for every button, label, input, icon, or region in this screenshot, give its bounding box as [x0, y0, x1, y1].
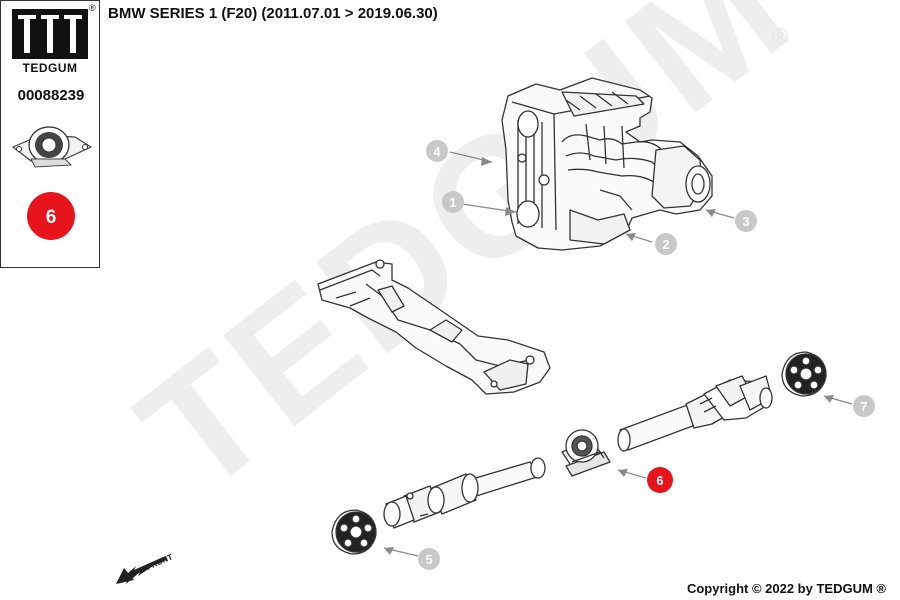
- callout-5[interactable]: 5: [418, 548, 440, 570]
- tedgum-logo: [12, 9, 88, 59]
- callout-6-highlighted[interactable]: 6: [647, 467, 673, 493]
- part-number: 00088239: [17, 87, 85, 104]
- part-thumbnail[interactable]: [1, 113, 101, 183]
- watermark-registered-mark: ®: [772, 24, 788, 49]
- engine-illustration: [501, 77, 713, 251]
- callout-4[interactable]: 4: [426, 140, 448, 162]
- flex-disc-rear-illustration: [781, 351, 827, 397]
- callout-2[interactable]: 2: [655, 233, 677, 255]
- callout-7[interactable]: 7: [853, 395, 875, 417]
- callout-1[interactable]: 1: [442, 191, 464, 213]
- part-info-panel: ® TEDGUM 00088239 6: [0, 0, 100, 268]
- copyright-notice: Copyright © 2022 by TEDGUM ®: [686, 581, 886, 596]
- flex-disc-front-illustration: [331, 509, 377, 555]
- callout-4-number: 4: [433, 144, 441, 159]
- callout-7-number: 7: [860, 399, 867, 414]
- logo-registered-mark: ®: [89, 3, 96, 13]
- callout-5-number: 5: [425, 552, 432, 567]
- brand-name: TEDGUM: [22, 61, 78, 75]
- page-title: BMW SERIES 1 (F20) (2011.07.01 > 2019.06…: [108, 5, 438, 22]
- callout-3-number: 3: [742, 214, 749, 229]
- front-label: FRONT: [145, 552, 174, 571]
- front-driveshaft-illustration: [383, 457, 546, 529]
- highlight-badge-number: 6: [46, 207, 57, 228]
- callout-1-number: 1: [449, 195, 456, 210]
- callout-3[interactable]: 3: [735, 210, 757, 232]
- callout-6-number: 6: [656, 473, 663, 488]
- rear-driveshaft-illustration: [617, 375, 773, 452]
- front-direction-arrow: FRONT: [116, 552, 174, 584]
- callout-2-number: 2: [662, 237, 669, 252]
- highlight-badge[interactable]: 6: [1, 189, 101, 249]
- subframe-illustration: [317, 259, 551, 395]
- center-bearing-illustration: [561, 429, 611, 477]
